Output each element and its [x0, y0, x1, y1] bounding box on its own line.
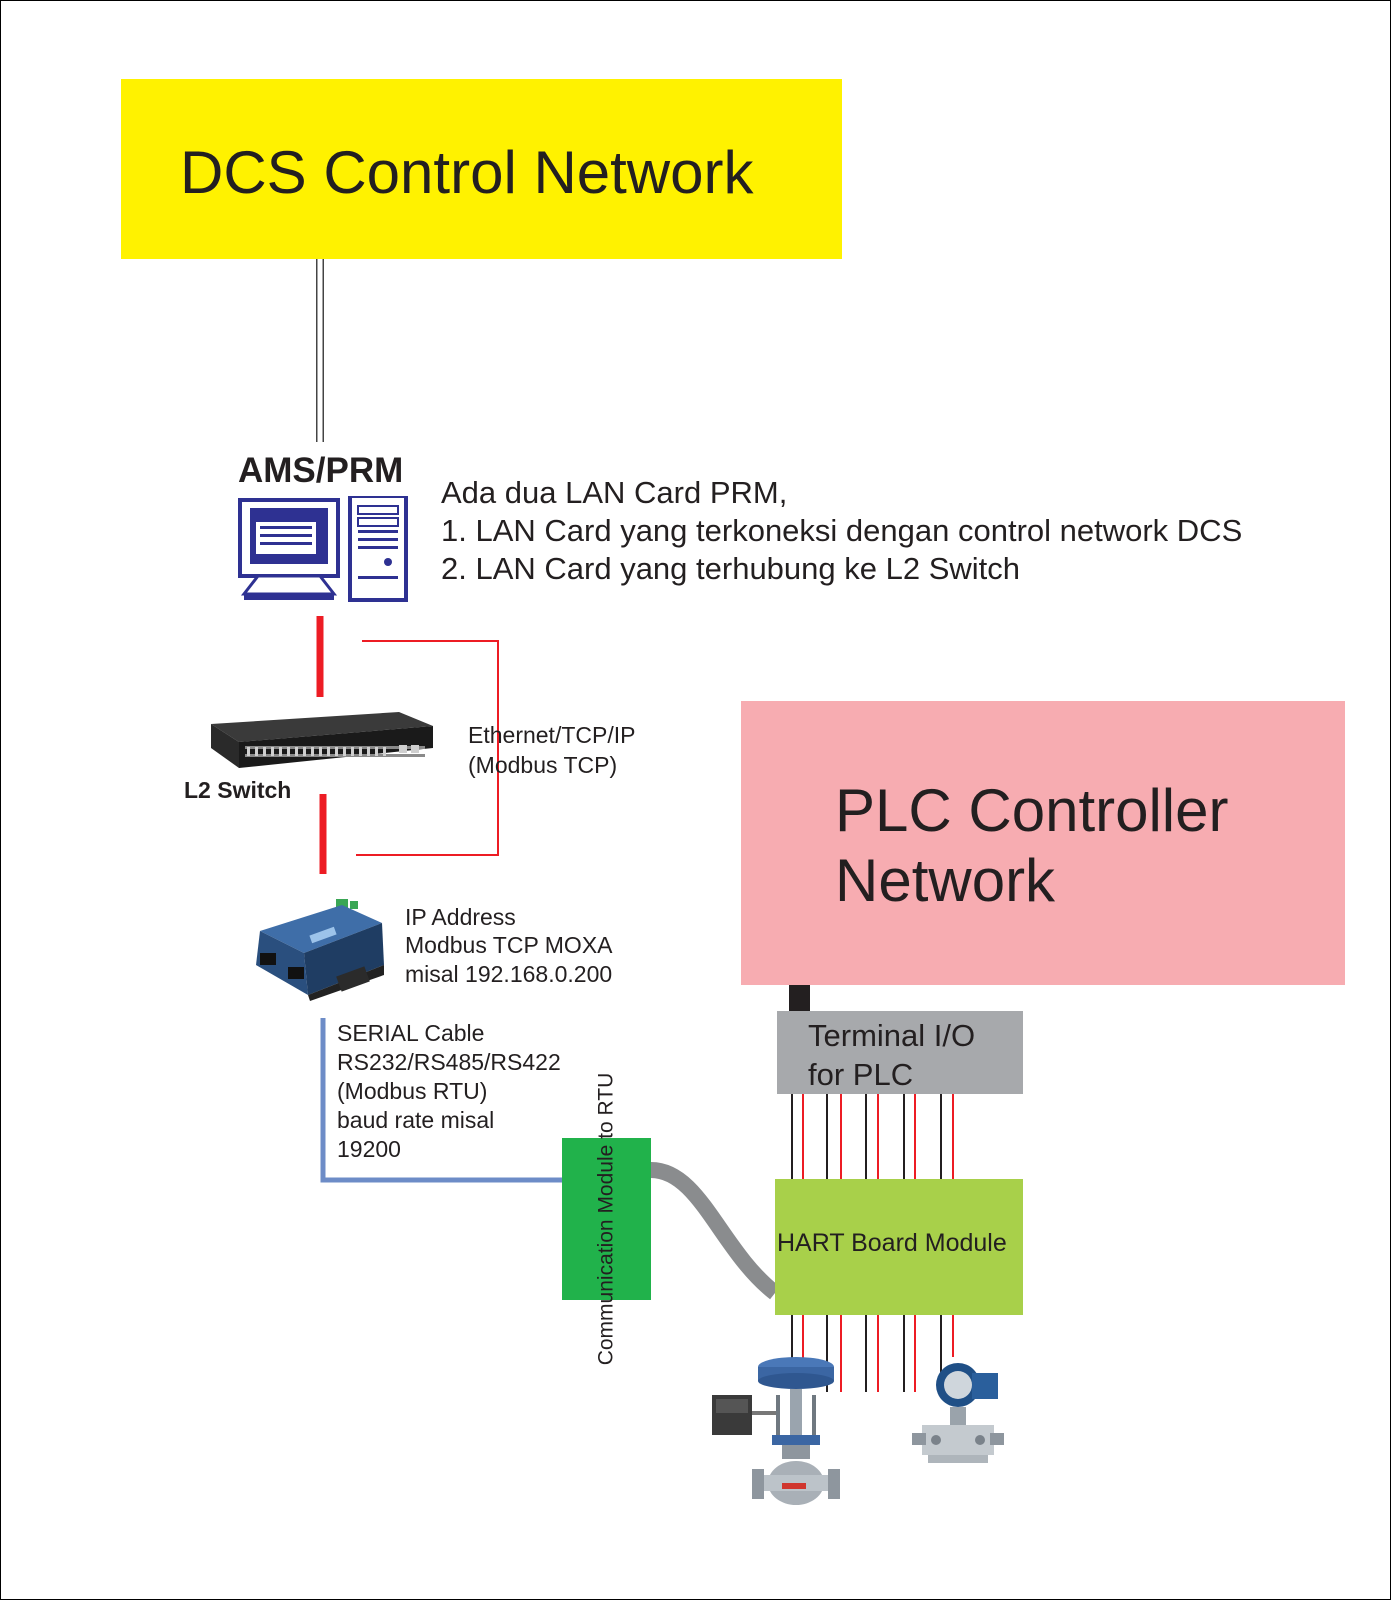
- dcs-network-box: [121, 79, 842, 259]
- lan-note-line1: 1. LAN Card yang terkoneksi dengan contr…: [441, 513, 1243, 548]
- comm-hart-cable: [650, 1162, 781, 1300]
- computer-icon: [238, 496, 408, 602]
- control-valve-icon: [712, 1357, 840, 1505]
- serial-label-line2: RS232/RS485/RS422: [337, 1049, 561, 1075]
- serial-label-line3: (Modbus RTU): [337, 1078, 488, 1104]
- lan-note-title: Ada dua LAN Card PRM,: [441, 475, 788, 510]
- moxa-label-line2: Modbus TCP MOXA: [405, 932, 613, 958]
- serial-cable-line: [320, 1018, 562, 1183]
- plc-network-box: [741, 701, 1345, 985]
- terminal-io-title: Terminal I/O for PLC: [808, 1018, 976, 1092]
- l2-switch-label: L2 Switch: [184, 777, 292, 803]
- serial-device-server-icon: [256, 899, 384, 1001]
- ethernet-label-line1: Ethernet/TCP/IP: [468, 722, 636, 748]
- hart-module-title: HART Board Module: [777, 1229, 1007, 1257]
- serial-label-line4: baud rate misal: [337, 1107, 495, 1133]
- serial-label-line1: SERIAL Cable: [337, 1020, 485, 1046]
- plc-network-title: PLC Controller Network: [835, 777, 1229, 914]
- plc-terminal-link: [789, 985, 810, 1011]
- moxa-label-line1: IP Address: [405, 904, 516, 930]
- terminal-io-box: [777, 1011, 1023, 1094]
- hart-module-box: [775, 1179, 1023, 1315]
- dcs-network-title: DCS Control Network: [180, 139, 754, 206]
- ethernet-label-line2: (Modbus TCP): [468, 752, 618, 778]
- pressure-transmitter-icon: [912, 1363, 1004, 1463]
- ams-label: AMS/PRM: [238, 451, 404, 490]
- comm-module-box: [562, 1138, 651, 1300]
- network-switch-icon: [211, 712, 433, 768]
- lan-note-line2: 2. LAN Card yang terhubung ke L2 Switch: [441, 551, 1021, 586]
- terminal-hart-wires: [791, 1094, 954, 1179]
- moxa-label-line3: misal 192.168.0.200: [405, 961, 613, 987]
- serial-label-line5: 19200: [337, 1136, 401, 1162]
- comm-module-label: Communication Module to RTU: [594, 1072, 618, 1366]
- ethernet-bracket: [356, 640, 499, 856]
